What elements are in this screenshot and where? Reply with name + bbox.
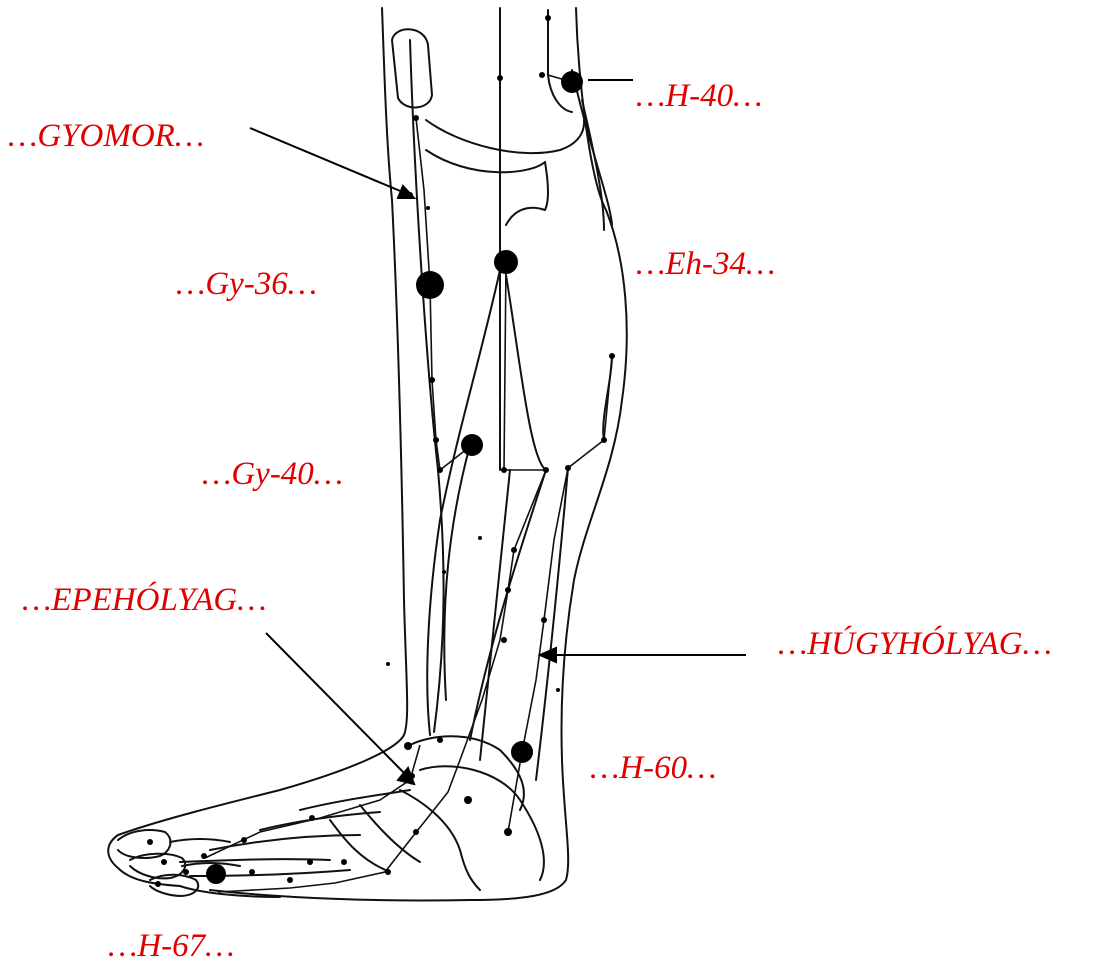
gallbladder-meridian-line (218, 262, 546, 892)
label-epeholyag: …EPEHÓLYAG… (22, 584, 267, 617)
label-h40: …H-40… (636, 80, 763, 113)
epeholyag-arrow (266, 633, 408, 777)
label-hugyholyag: …HÚGYHÓLYAG… (778, 628, 1052, 661)
point-h67 (206, 864, 226, 884)
label-eh34: …Eh-34… (636, 248, 775, 281)
label-gy36: …Gy-36… (176, 268, 317, 301)
point-eh34 (494, 250, 518, 274)
point-h60 (511, 741, 533, 763)
label-gyomor: …GYOMOR… (8, 120, 204, 153)
label-gy40: …Gy-40… (202, 458, 343, 491)
point-gy36 (416, 271, 444, 299)
label-h60: …H-60… (590, 752, 717, 785)
gyomor-arrow (250, 128, 405, 193)
label-h67: …H-67… (108, 930, 235, 963)
point-h40 (561, 71, 583, 93)
point-gy40 (461, 434, 483, 456)
